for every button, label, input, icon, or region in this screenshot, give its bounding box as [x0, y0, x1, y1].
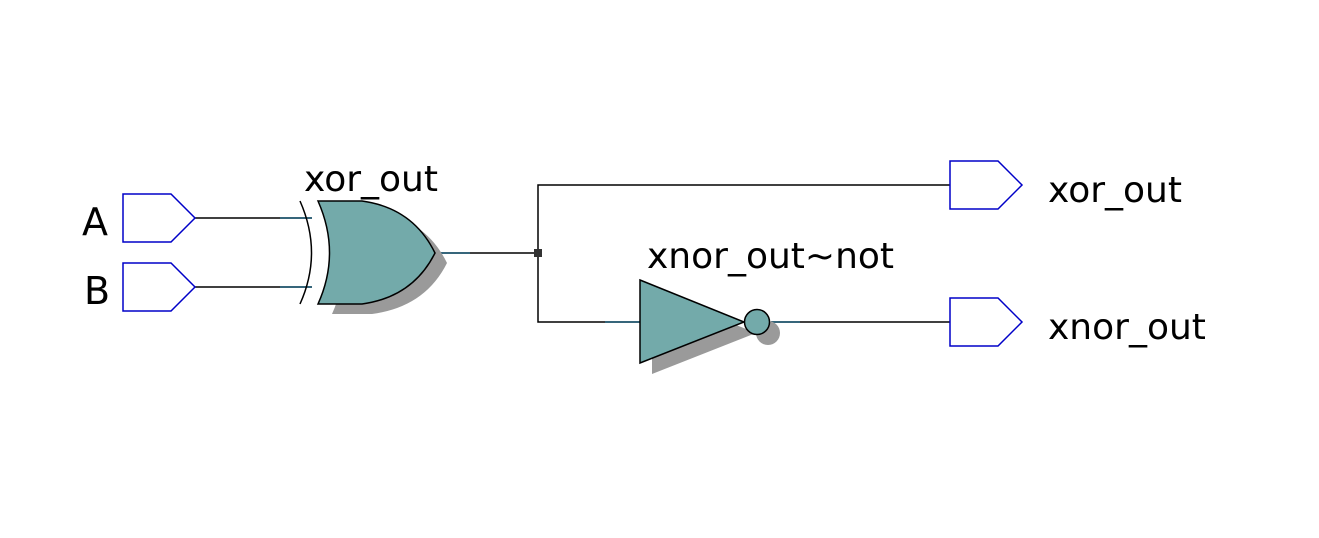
- xor-gate-back-arc: [299, 200, 313, 305]
- input-port-b-label: B: [84, 269, 110, 313]
- input-port-a[interactable]: A: [82, 193, 197, 244]
- output-port-xnor-out-shape: [949, 297, 1024, 347]
- output-port-xor-out-shape: [949, 160, 1024, 210]
- output-port-xor-out[interactable]: xor_out: [949, 160, 1182, 211]
- input-port-a-label: A: [82, 200, 108, 244]
- xor-gate-label: xor_out: [304, 159, 438, 200]
- input-port-a-shape: [122, 193, 197, 243]
- junction-dot: [534, 249, 542, 257]
- input-port-b[interactable]: B: [84, 262, 197, 313]
- output-port-xor-out-label: xor_out: [1048, 170, 1182, 211]
- not-gate-bubble: [743, 308, 771, 336]
- not-gate-body: [639, 278, 747, 365]
- not-gate[interactable]: xnor_out~not: [639, 236, 894, 374]
- wire-to-not-gate[interactable]: [537, 253, 640, 323]
- not-gate-label: xnor_out~not: [647, 236, 894, 277]
- xor-gate[interactable]: xor_out: [299, 159, 447, 314]
- output-port-xnor-out-label: xnor_out: [1048, 307, 1206, 348]
- xor-gate-body: [316, 200, 436, 305]
- output-port-xnor-out[interactable]: xnor_out: [949, 297, 1206, 348]
- input-port-b-shape: [122, 262, 197, 312]
- wire-to-xor-out-port[interactable]: [537, 184, 950, 253]
